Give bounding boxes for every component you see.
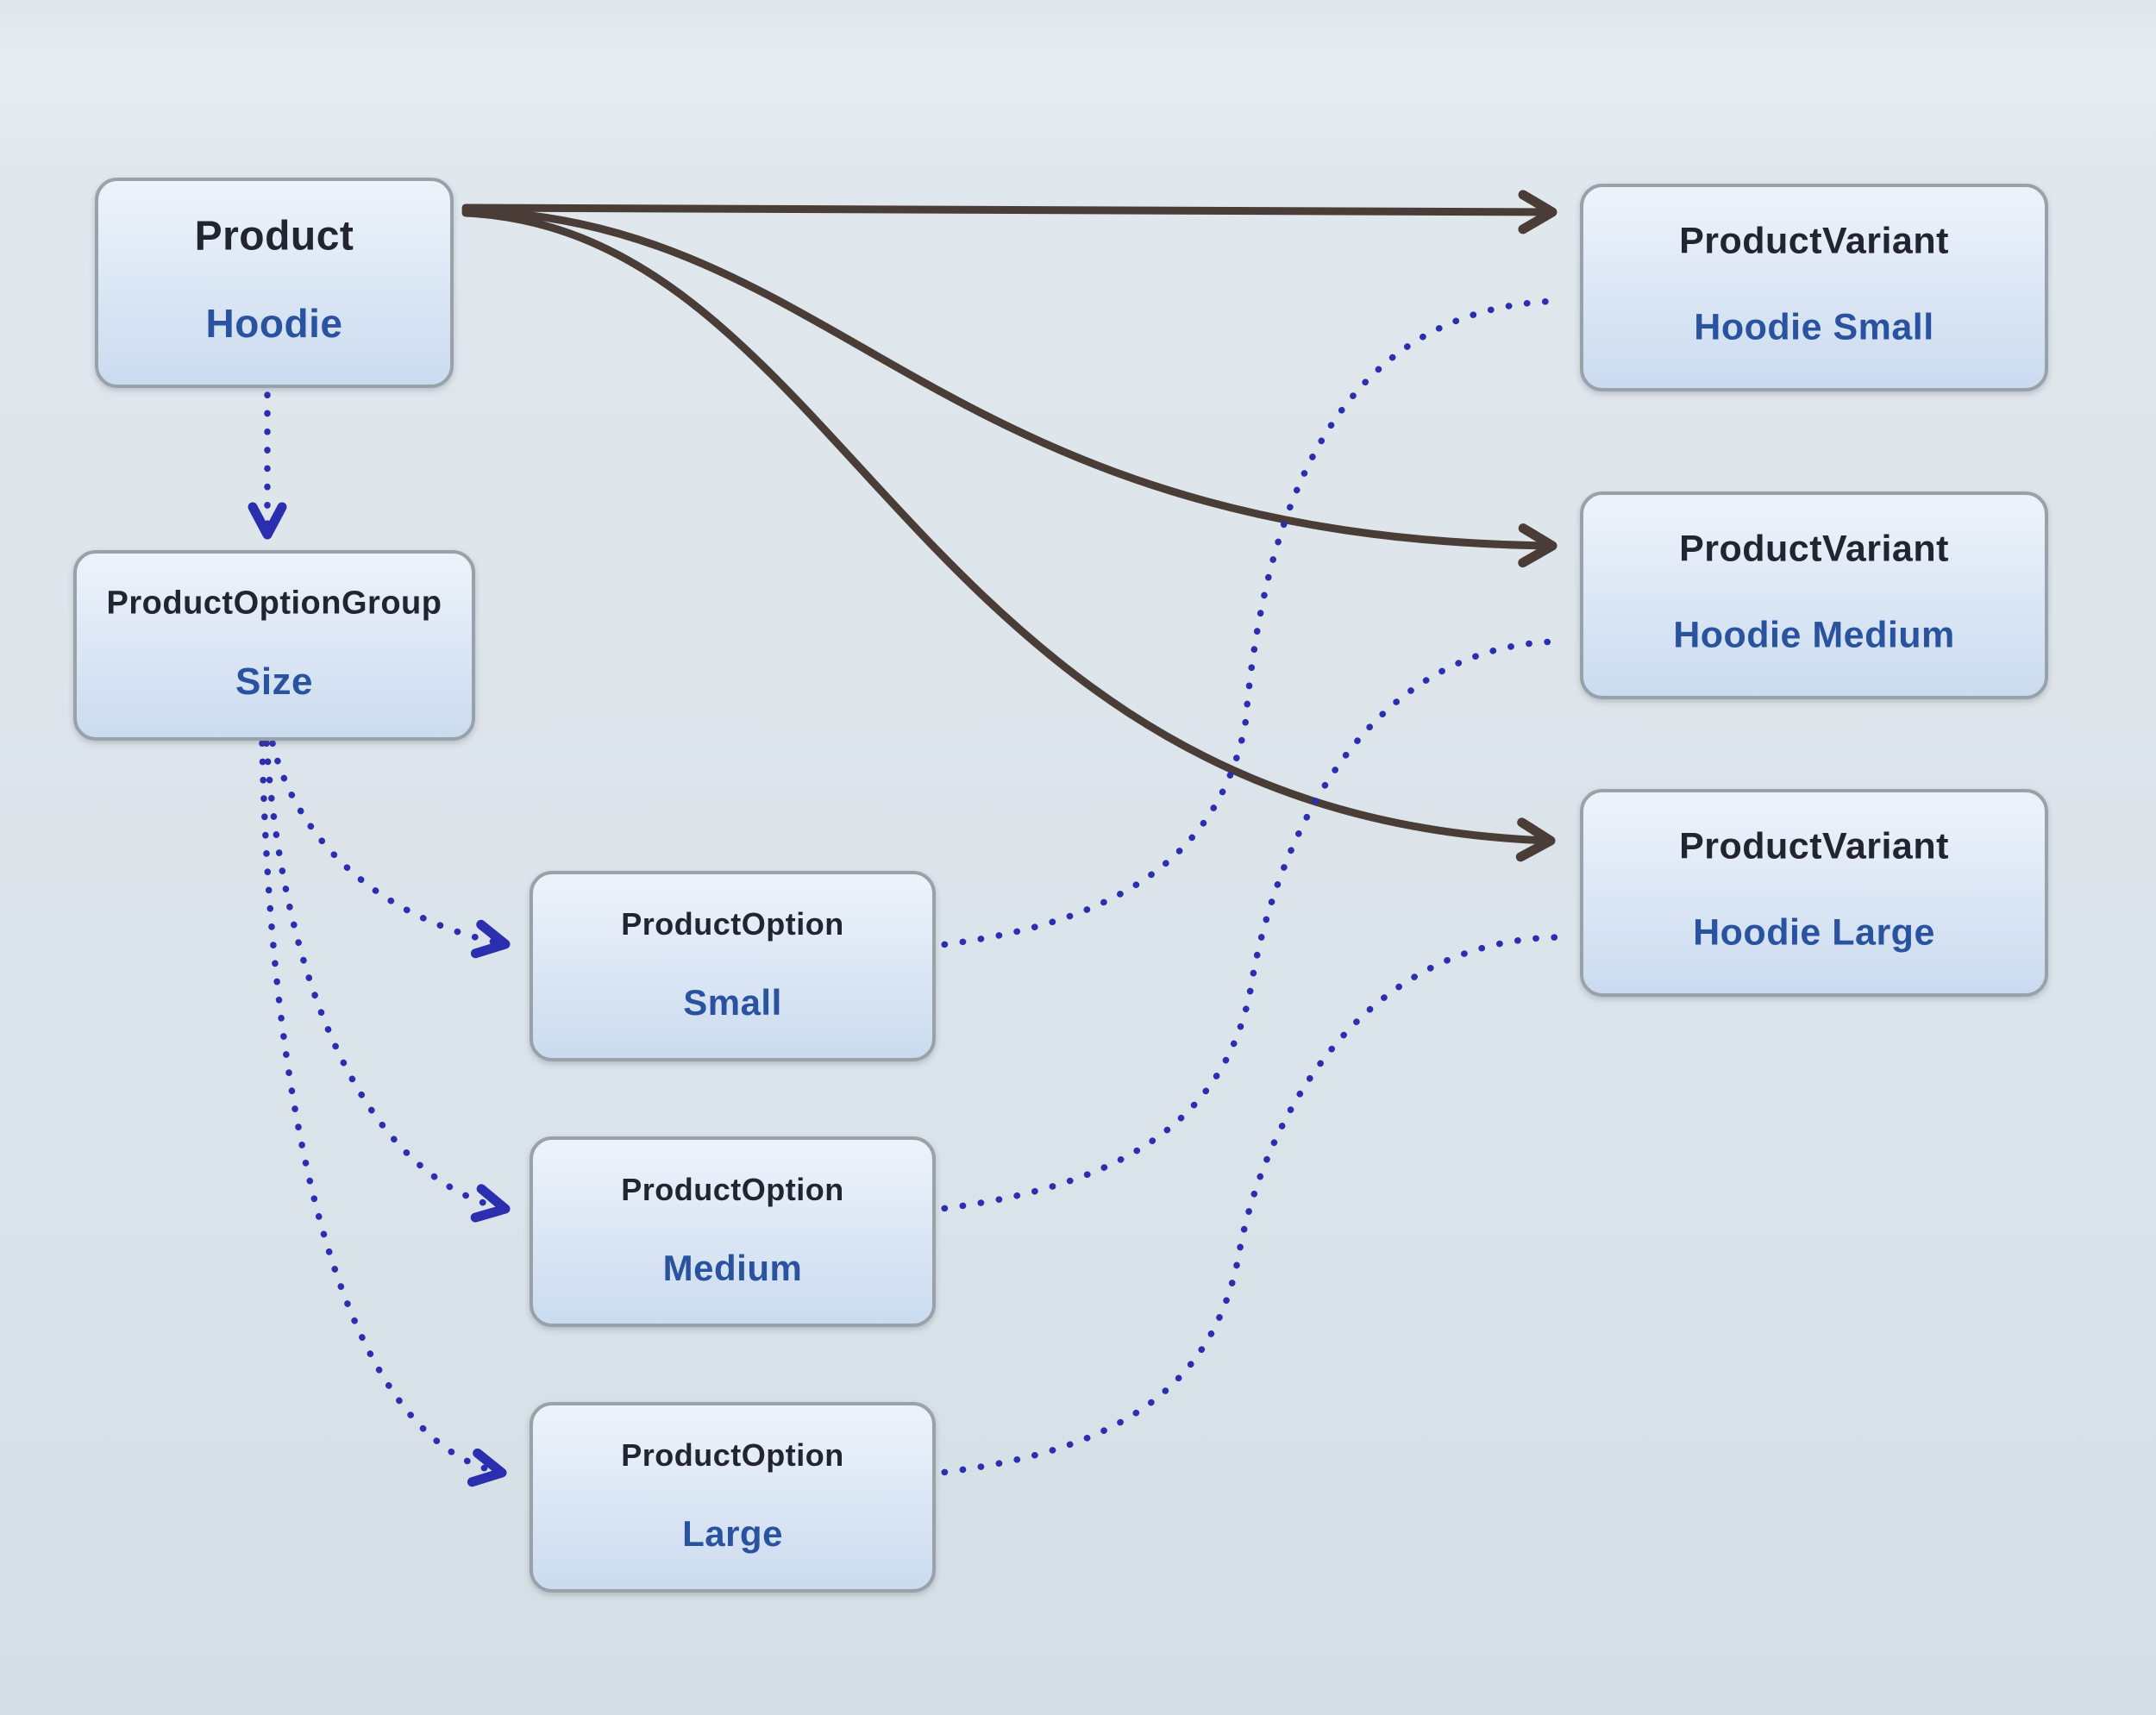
edge-product-to-variant-medium bbox=[461, 206, 1557, 568]
node-option-medium: ProductOption Medium bbox=[530, 1136, 936, 1327]
node-option-group-type: ProductOptionGroup bbox=[106, 585, 442, 621]
edge-product-to-variant-small bbox=[461, 190, 1557, 235]
node-variant-medium: ProductVariant Hoodie Medium bbox=[1580, 491, 2048, 699]
edge-group-to-option-small bbox=[269, 740, 511, 959]
node-option-large: ProductOption Large bbox=[530, 1402, 936, 1593]
node-variant-large-name: Hoodie Large bbox=[1693, 911, 1935, 954]
node-option-large-type: ProductOption bbox=[621, 1436, 844, 1473]
node-option-small: ProductOption Small bbox=[530, 871, 936, 1061]
node-option-small-name: Small bbox=[683, 982, 782, 1023]
node-option-medium-type: ProductOption bbox=[621, 1171, 844, 1207]
edge-group-to-option-large bbox=[259, 740, 507, 1487]
node-product: Product Hoodie bbox=[95, 178, 454, 388]
node-product-type: Product bbox=[194, 213, 354, 260]
node-variant-large: ProductVariant Hoodie Large bbox=[1580, 789, 2048, 997]
edge-option-large-to-variant-large bbox=[923, 934, 1561, 1478]
node-variant-large-type: ProductVariant bbox=[1679, 825, 1949, 867]
edge-product-to-variant-large bbox=[461, 209, 1556, 862]
edge-option-medium-to-variant-medium bbox=[923, 638, 1561, 1214]
node-variant-medium-name: Hoodie Medium bbox=[1673, 614, 1955, 656]
node-option-large-name: Large bbox=[682, 1513, 783, 1555]
node-variant-small: ProductVariant Hoodie Small bbox=[1580, 184, 2048, 391]
node-variant-small-name: Hoodie Small bbox=[1694, 306, 1934, 348]
edge-option-small-to-variant-small bbox=[923, 297, 1563, 950]
node-variant-small-type: ProductVariant bbox=[1679, 220, 1949, 262]
node-option-small-type: ProductOption bbox=[621, 905, 844, 942]
edge-group-to-option-medium bbox=[263, 740, 511, 1223]
node-option-group-name: Size bbox=[235, 660, 314, 704]
node-option-medium-name: Medium bbox=[662, 1248, 803, 1289]
node-option-group: ProductOptionGroup Size bbox=[73, 550, 475, 741]
node-product-name: Hoodie bbox=[205, 301, 343, 347]
node-variant-medium-type: ProductVariant bbox=[1679, 528, 1949, 570]
